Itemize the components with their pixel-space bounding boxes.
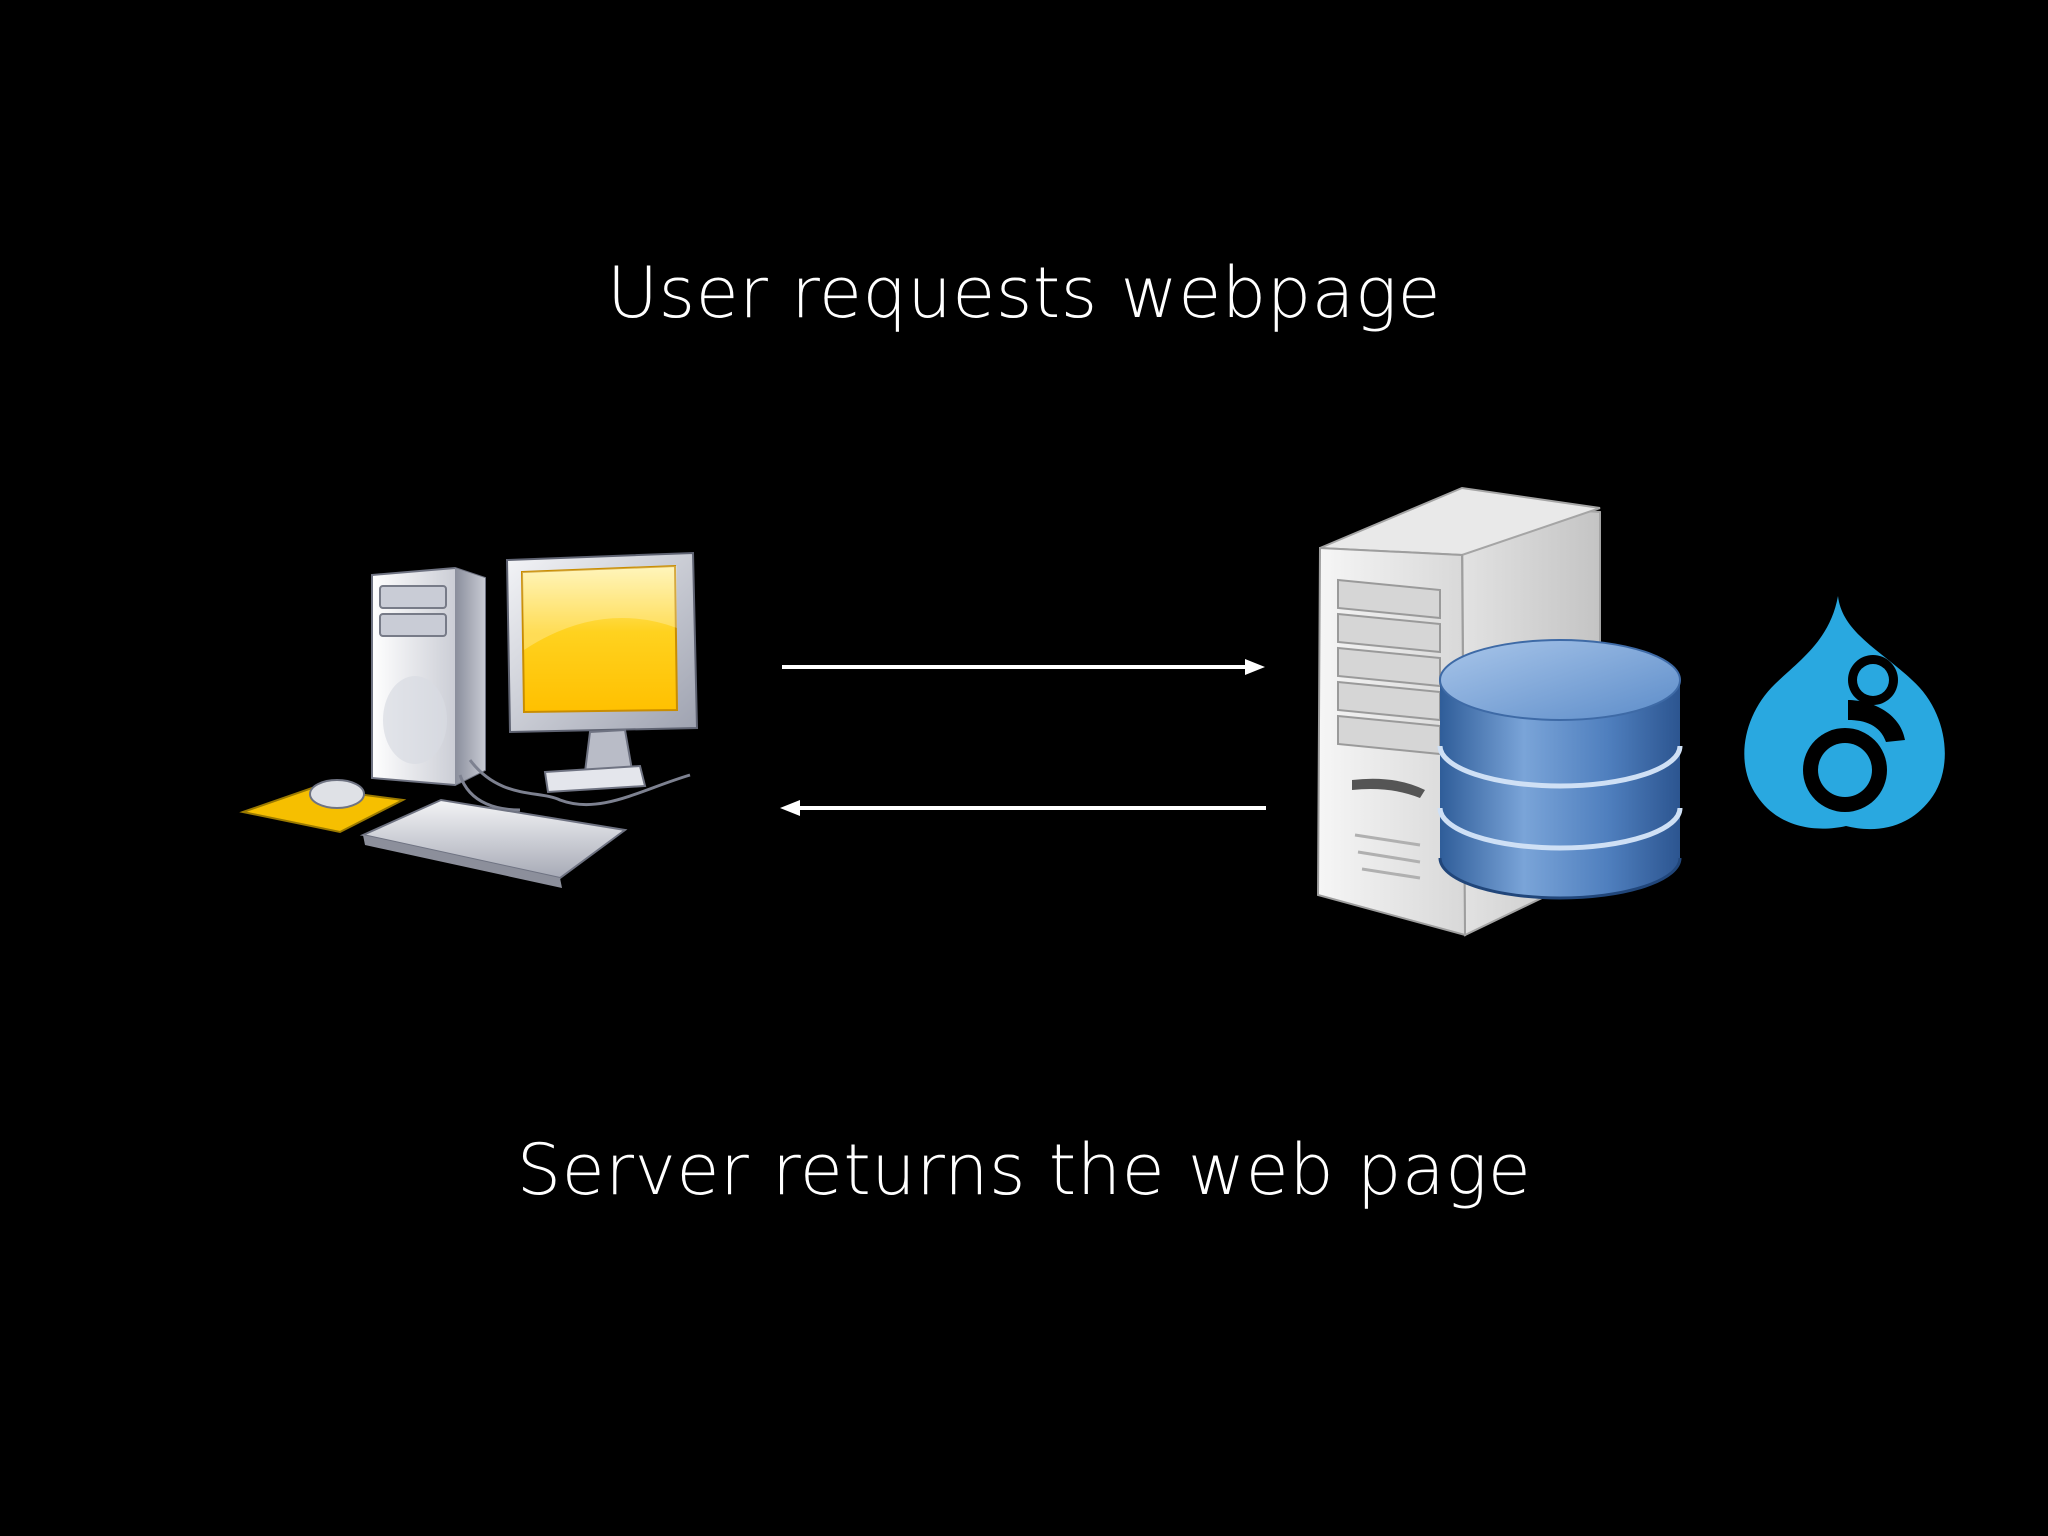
desktop-computer-icon — [239, 551, 699, 888]
drupal-8-logo-icon — [1744, 596, 1945, 830]
response-label: Server returns the web page — [516, 1129, 1532, 1211]
request-label: User requests webpage — [606, 252, 1442, 334]
arrow-left-icon — [780, 800, 1266, 816]
database-icon — [1437, 639, 1683, 900]
server-tower-icon — [1316, 486, 1601, 937]
arrow-right-icon — [782, 659, 1265, 675]
